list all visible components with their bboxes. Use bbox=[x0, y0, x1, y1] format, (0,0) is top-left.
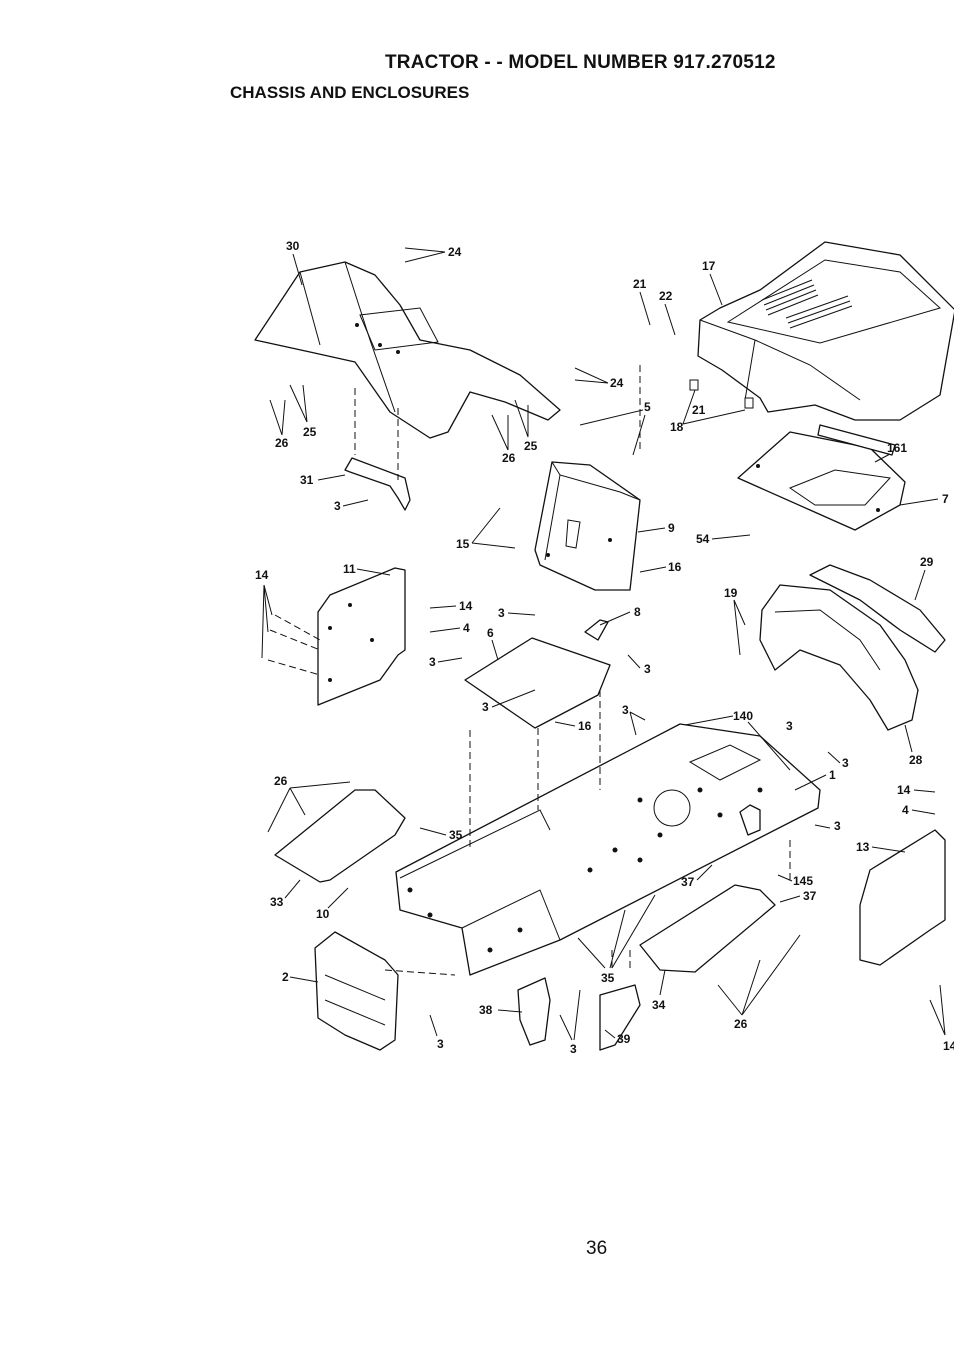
callout-16: 16 bbox=[668, 560, 682, 574]
callout-37: 37 bbox=[803, 889, 817, 903]
callout-28: 28 bbox=[909, 753, 923, 767]
callout-30: 30 bbox=[286, 239, 300, 253]
page-title: TRACTOR - - MODEL NUMBER 917.270512 bbox=[385, 52, 776, 73]
callout-3: 3 bbox=[570, 1042, 577, 1056]
callout-54: 54 bbox=[696, 532, 710, 546]
callout-2: 2 bbox=[282, 970, 289, 984]
callout-22: 22 bbox=[659, 289, 673, 303]
hood bbox=[689, 241, 954, 421]
callout-3: 3 bbox=[334, 499, 341, 513]
callout-38: 38 bbox=[479, 1003, 493, 1017]
callout-33: 33 bbox=[270, 895, 284, 909]
center-plate bbox=[464, 637, 611, 729]
callout-18: 18 bbox=[670, 420, 684, 434]
callout-21: 21 bbox=[633, 277, 647, 291]
callout-6: 6 bbox=[487, 626, 494, 640]
callout-35: 35 bbox=[449, 828, 463, 842]
callout-24: 24 bbox=[610, 376, 624, 390]
hood-bottom-pan bbox=[737, 424, 906, 531]
callout-26: 26 bbox=[275, 436, 289, 450]
section-subtitle: CHASSIS AND ENCLOSURES bbox=[230, 83, 470, 102]
callout-3: 3 bbox=[498, 606, 505, 620]
seat-pan-bracket bbox=[534, 461, 641, 591]
callout-14: 14 bbox=[897, 783, 911, 797]
callout-25: 25 bbox=[524, 439, 538, 453]
right-footrest bbox=[639, 884, 776, 973]
callout-3: 3 bbox=[834, 819, 841, 833]
callout-26: 26 bbox=[274, 774, 288, 788]
callout-35: 35 bbox=[601, 971, 615, 985]
callout-10: 10 bbox=[316, 907, 330, 921]
callouts: 30 24 17 21 22 24 26 25 26 25 5 21 18 16… bbox=[255, 239, 954, 1056]
callout-17: 17 bbox=[702, 259, 716, 273]
rear-hitch-plate bbox=[314, 931, 399, 1051]
callout-4: 4 bbox=[902, 803, 909, 817]
callout-3: 3 bbox=[429, 655, 436, 669]
callout-7: 7 bbox=[942, 492, 949, 506]
rear-bracket bbox=[344, 457, 411, 511]
callout-3: 3 bbox=[644, 662, 651, 676]
callout-1: 1 bbox=[829, 768, 836, 782]
callout-16: 16 bbox=[578, 719, 592, 733]
callout-3: 3 bbox=[622, 703, 629, 717]
hood-vent-slots bbox=[761, 279, 853, 329]
callout-13: 13 bbox=[856, 840, 870, 854]
callout-3: 3 bbox=[482, 700, 489, 714]
callout-37: 37 bbox=[681, 875, 695, 889]
frame-holes bbox=[407, 787, 763, 953]
callout-3: 3 bbox=[842, 756, 849, 770]
callout-25: 25 bbox=[303, 425, 317, 439]
main-frame bbox=[395, 723, 821, 976]
bracket-38 bbox=[517, 977, 551, 1046]
callout-5: 5 bbox=[644, 400, 651, 414]
callout-34: 34 bbox=[652, 998, 666, 1012]
callout-21: 21 bbox=[692, 403, 706, 417]
callout-14: 14 bbox=[255, 568, 269, 582]
callout-4: 4 bbox=[463, 621, 470, 635]
front-console bbox=[759, 584, 919, 731]
callout-26: 26 bbox=[734, 1017, 748, 1031]
callout-161: 161 bbox=[887, 441, 907, 455]
callout-11: 11 bbox=[343, 562, 356, 576]
page-number: 36 bbox=[586, 1238, 608, 1259]
callout-140: 140 bbox=[733, 709, 753, 723]
left-footrest bbox=[274, 789, 406, 883]
callout-31: 31 bbox=[300, 473, 314, 487]
callout-9: 9 bbox=[668, 521, 675, 535]
right-side-plate bbox=[859, 829, 946, 966]
callout-8: 8 bbox=[634, 605, 641, 619]
left-side-plate bbox=[317, 567, 406, 706]
callout-24: 24 bbox=[448, 245, 462, 259]
callout-29: 29 bbox=[920, 555, 934, 569]
assembly-dashed-lines bbox=[267, 365, 791, 976]
callout-15: 15 bbox=[456, 537, 470, 551]
callout-19: 19 bbox=[724, 586, 738, 600]
callout-145: 145 bbox=[793, 874, 813, 888]
callout-3: 3 bbox=[437, 1037, 444, 1051]
callout-39: 39 bbox=[617, 1032, 631, 1046]
callout-14: 14 bbox=[943, 1039, 954, 1053]
callout-3: 3 bbox=[786, 719, 793, 733]
rear-fender bbox=[254, 261, 561, 439]
callout-14: 14 bbox=[459, 599, 473, 613]
callout-26: 26 bbox=[502, 451, 516, 465]
grille bbox=[809, 564, 946, 653]
